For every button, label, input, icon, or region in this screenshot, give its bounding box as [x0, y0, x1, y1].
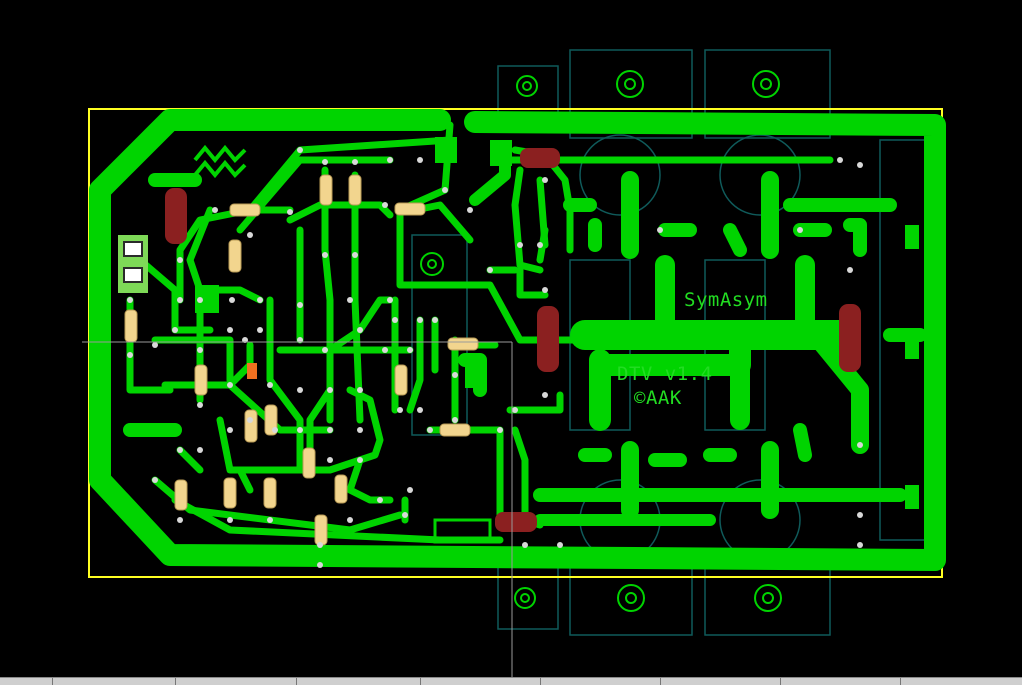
via: [417, 407, 423, 413]
led-indicator: [247, 363, 257, 379]
via: [327, 457, 333, 463]
via: [857, 542, 863, 548]
via: [452, 417, 458, 423]
heatsink-mount-holes: [420, 70, 782, 612]
via: [267, 382, 273, 388]
via: [322, 159, 328, 165]
crosshair-cursor-icon: [82, 341, 513, 684]
via: [227, 382, 233, 388]
via: [402, 512, 408, 518]
via: [487, 267, 493, 273]
via: [537, 242, 543, 248]
via: [197, 447, 203, 453]
via: [497, 427, 503, 433]
via: [127, 297, 133, 303]
via: [327, 387, 333, 393]
via: [267, 517, 273, 523]
via: [417, 317, 423, 323]
via: [327, 427, 333, 433]
via: [177, 517, 183, 523]
via: [347, 297, 353, 303]
via: [657, 227, 663, 233]
via: [382, 202, 388, 208]
via: [152, 342, 158, 348]
via: [857, 162, 863, 168]
via: [177, 297, 183, 303]
via: [197, 402, 203, 408]
power-resistors: [165, 148, 861, 532]
via: [127, 352, 133, 358]
via: [357, 427, 363, 433]
signal-wave-logo-icon: [193, 144, 247, 179]
via: [247, 417, 253, 423]
via: [397, 407, 403, 413]
via: [357, 457, 363, 463]
via: [452, 372, 458, 378]
via: [352, 159, 358, 165]
via: [322, 347, 328, 353]
via: [297, 147, 303, 153]
board-version-label: DTV v1.4: [617, 363, 713, 385]
via: [432, 317, 438, 323]
via: [377, 497, 383, 503]
via: [522, 542, 528, 548]
via: [407, 487, 413, 493]
via: [297, 427, 303, 433]
via: [542, 177, 548, 183]
via: [229, 297, 235, 303]
via: [542, 287, 548, 293]
board-name-label: SymAsym: [684, 289, 768, 311]
via: [257, 327, 263, 333]
via: [837, 157, 843, 163]
via: [317, 542, 323, 548]
via: [542, 392, 548, 398]
via: [392, 317, 398, 323]
dc-input-connector[interactable]: [118, 235, 148, 293]
via: [297, 387, 303, 393]
via: [857, 512, 863, 518]
via: [847, 267, 853, 273]
via: [427, 427, 433, 433]
via: [177, 447, 183, 453]
via: [257, 297, 263, 303]
via: [357, 387, 363, 393]
via: [352, 252, 358, 258]
via: [467, 207, 473, 213]
status-bar: [0, 677, 1022, 685]
via: [517, 242, 523, 248]
via: [797, 227, 803, 233]
via: [347, 517, 353, 523]
via: [442, 187, 448, 193]
via: [317, 562, 323, 568]
via: [557, 542, 563, 548]
via: [152, 477, 158, 483]
via: [297, 302, 303, 308]
via: [227, 517, 233, 523]
via: [512, 407, 518, 413]
via: [387, 297, 393, 303]
via: [322, 252, 328, 258]
via: [857, 442, 863, 448]
drill-holes: [127, 147, 863, 568]
via: [387, 157, 393, 163]
via: [272, 427, 278, 433]
via: [172, 327, 178, 333]
via: [357, 327, 363, 333]
via: [247, 232, 253, 238]
via: [407, 347, 413, 353]
via: [212, 207, 218, 213]
via: [417, 157, 423, 163]
via: [197, 297, 203, 303]
via: [382, 347, 388, 353]
signal-resistors: [124, 174, 479, 546]
via: [177, 257, 183, 263]
component-pads: [195, 137, 919, 544]
via: [227, 427, 233, 433]
via: [227, 327, 233, 333]
via: [197, 347, 203, 353]
via: [287, 209, 293, 215]
board-copyright-label: ©AAK: [634, 387, 682, 409]
